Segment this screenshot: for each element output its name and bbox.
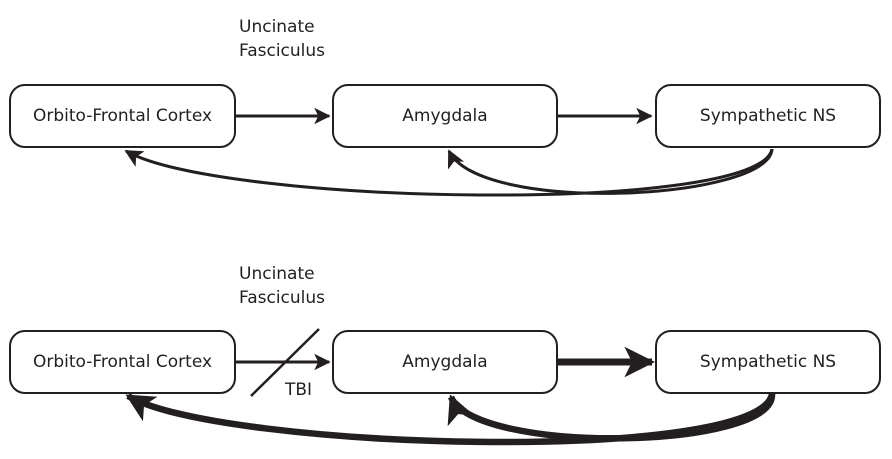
node-sns-bottom-label: Sympathetic NS bbox=[699, 352, 837, 372]
node-amygdala-top: Amygdala bbox=[332, 84, 558, 148]
node-ofc-top-label: Orbito-Frontal Cortex bbox=[32, 106, 213, 126]
node-ofc-bottom: Orbito-Frontal Cortex bbox=[9, 330, 236, 394]
feedback-arrow-sns-to-amygdala-bottom-thick bbox=[447, 393, 776, 442]
feedback-arrow-sns-to-ofc-bottom-thick bbox=[125, 392, 776, 446]
node-amygdala-bottom-label: Amygdala bbox=[402, 352, 488, 372]
node-sns-top: Sympathetic NS bbox=[655, 84, 881, 148]
node-ofc-bottom-label: Orbito-Frontal Cortex bbox=[32, 352, 213, 372]
pathway-label-top-line2: Fasciculus bbox=[239, 41, 326, 61]
pathway-label-top-line1: Uncinate bbox=[239, 17, 315, 37]
node-sns-bottom: Sympathetic NS bbox=[655, 330, 881, 394]
pathway-label-bottom: Uncinate Fasciculus bbox=[239, 262, 325, 310]
node-sns-top-label: Sympathetic NS bbox=[699, 106, 837, 126]
node-amygdala-top-label: Amygdala bbox=[402, 106, 488, 126]
pathway-label-bottom-line2: Fasciculus bbox=[239, 288, 326, 308]
node-amygdala-bottom: Amygdala bbox=[332, 330, 558, 394]
tbi-label: TBI bbox=[285, 380, 313, 400]
pathway-label-top: Uncinate Fasciculus bbox=[239, 15, 325, 63]
feedback-arrow-sns-to-ofc-top bbox=[124, 148, 774, 197]
feedback-arrow-sns-to-amygdala-top bbox=[447, 148, 774, 195]
tbi-lesion-slash bbox=[250, 328, 320, 397]
node-ofc-top: Orbito-Frontal Cortex bbox=[9, 84, 236, 148]
pathway-label-bottom-line1: Uncinate bbox=[239, 264, 315, 284]
